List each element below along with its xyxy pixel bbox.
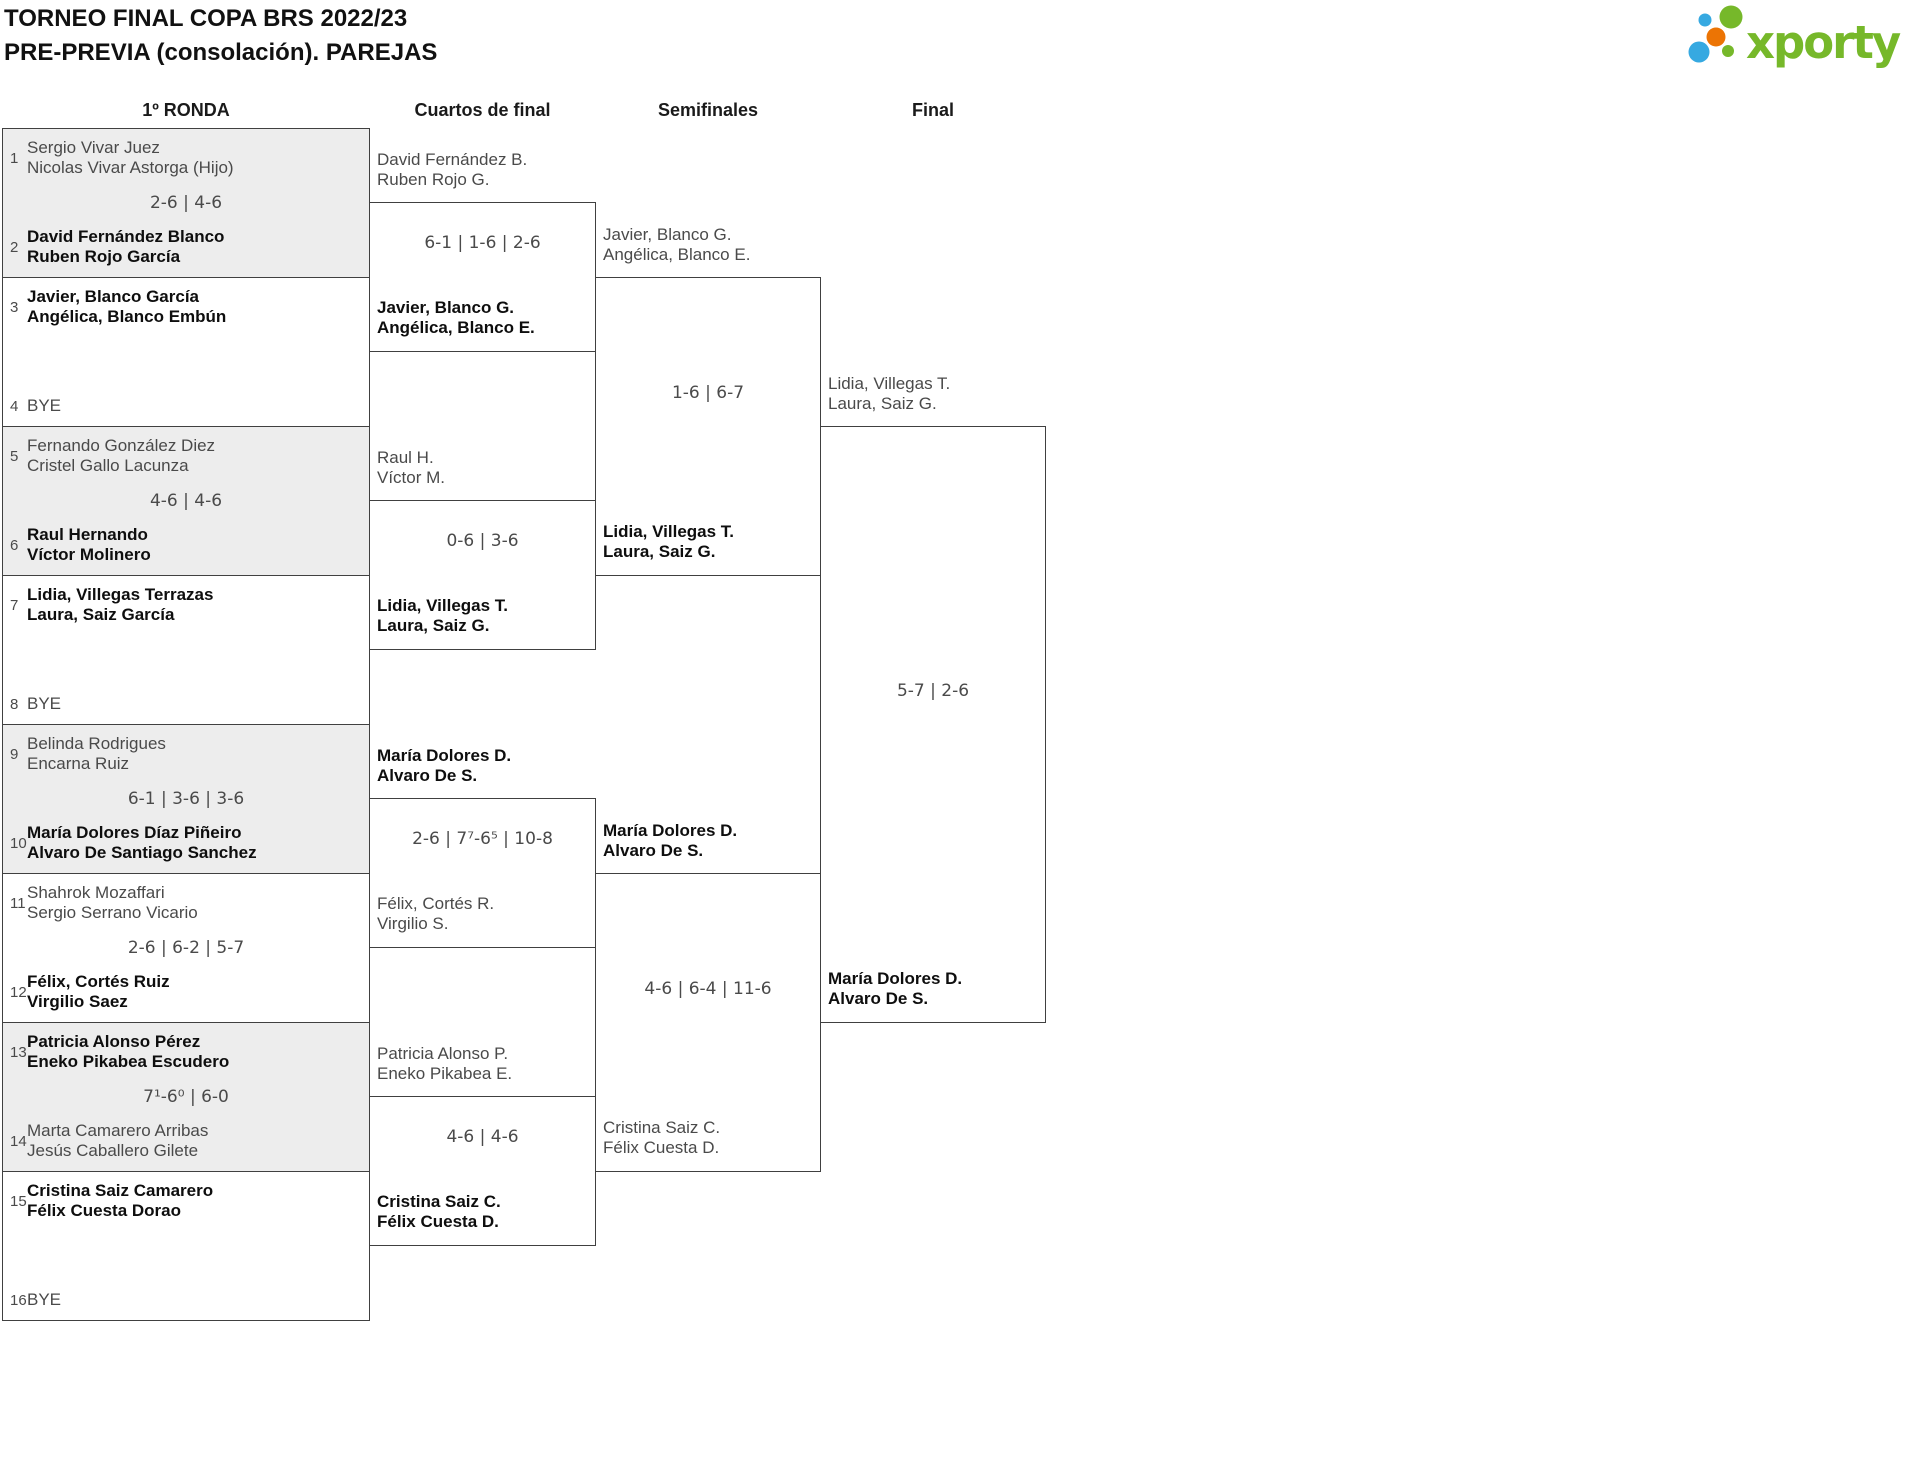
- team-pair: Félix, Cortés R.Virgilio S.: [377, 894, 495, 933]
- team-pair-winner: Javier, Blanco G.Angélica, Blanco E.: [377, 298, 535, 337]
- team-bye: BYE: [27, 396, 62, 415]
- logo-dot-green-small: [1722, 45, 1734, 57]
- round-header-final: Final: [911, 100, 954, 120]
- seed-number: 12: [10, 983, 27, 1001]
- team-pair: Patricia Alonso P.Eneko Pikabea E.: [377, 1044, 513, 1083]
- team-pair-winner: María Dolores D.Alvaro De S.: [377, 746, 512, 785]
- seed-number: 13: [10, 1043, 27, 1061]
- xporty-logo: xporty: [1688, 5, 1903, 69]
- logo-wordmark: xporty: [1746, 16, 1901, 69]
- match-sf-2: María Dolores D.Alvaro De S. 4-6 | 6-4 |…: [595, 821, 821, 1172]
- seed-number: 16: [10, 1291, 27, 1309]
- match-score: 1-6 | 6-7: [671, 382, 745, 403]
- match-sf-1: Javier, Blanco G.Angélica, Blanco E. 1-6…: [595, 225, 821, 576]
- team-bye: BYE: [27, 694, 62, 713]
- seed-number: 8: [10, 695, 19, 713]
- match-score: 2-6 | 4-6: [149, 193, 223, 213]
- match-final: Lidia, Villegas T.Laura, Saiz G. 5-7 | 2…: [820, 374, 1046, 1023]
- logo-dot-green-large: [1719, 5, 1743, 29]
- team-pair-winner: María Dolores D.Alvaro De S.: [603, 821, 738, 860]
- team-pair-winner: Lidia, Villegas T.Laura, Saiz G.: [377, 596, 509, 635]
- match-qf-3: María Dolores D.Alvaro De S. 2-6 | 7⁷-6⁵…: [369, 746, 596, 948]
- team-pair: Javier, Blanco G.Angélica, Blanco E.: [603, 225, 751, 264]
- team-bye: BYE: [27, 1290, 62, 1309]
- round-header-quarterfinals: Cuartos de final: [414, 100, 551, 120]
- team-pair: Lidia, Villegas T.Laura, Saiz G.: [828, 374, 951, 413]
- match-score: 0-6 | 3-6: [446, 531, 519, 551]
- seed-number: 6: [10, 536, 19, 554]
- seed-number: 5: [10, 447, 19, 465]
- draw-name: PRE-PREVIA (consolación). PAREJAS: [4, 39, 438, 66]
- seed-number: 1: [10, 149, 19, 167]
- seed-number: 14: [10, 1132, 27, 1150]
- team-pair-winner: María Dolores D.Alvaro De S.: [828, 969, 963, 1008]
- match-score: 6-1 | 1-6 | 2-6: [424, 233, 541, 253]
- match-qf-2: Raul H.Víctor M. 0-6 | 3-6 Lidia, Villeg…: [369, 448, 596, 650]
- match-score: 4-6 | 4-6: [446, 1127, 519, 1147]
- seed-number: 3: [10, 298, 19, 316]
- match-score: 6-1 | 3-6 | 3-6: [127, 789, 245, 809]
- seed-number: 9: [10, 745, 19, 763]
- match-qf-4: Patricia Alonso P.Eneko Pikabea E. 4-6 |…: [369, 1044, 596, 1246]
- team-pair-winner: Lidia, Villegas T.Laura, Saiz G.: [603, 522, 735, 561]
- tournament-name: TORNEO FINAL COPA BRS 2022/23: [4, 5, 408, 32]
- seed-number: 15: [10, 1192, 27, 1210]
- seed-number: 7: [10, 596, 19, 614]
- team-pair: Cristina Saiz C.Félix Cuesta D.: [603, 1118, 721, 1157]
- logo-dot-blue-small: [1698, 13, 1712, 27]
- match-score: 5-7 | 2-6: [896, 680, 970, 701]
- team-pair: David Fernández B.Ruben Rojo G.: [377, 150, 528, 189]
- match-score: 4-6 | 6-4 | 11-6: [644, 978, 772, 999]
- team-pair-winner: Cristina Saiz C.Félix Cuesta D.: [377, 1192, 501, 1231]
- match-score: 4-6 | 4-6: [149, 491, 223, 511]
- match-score: 2-6 | 6-2 | 5-7: [127, 938, 245, 958]
- logo-dot-blue-large: [1688, 41, 1710, 63]
- seed-number: 10: [10, 834, 27, 852]
- match-score: 7¹-6⁰ | 6-0: [143, 1087, 229, 1107]
- seed-number: 2: [10, 238, 19, 256]
- round-header-semifinals: Semifinales: [657, 100, 759, 120]
- seed-number: 4: [10, 397, 19, 415]
- team-pair: Raul H.Víctor M.: [377, 448, 446, 487]
- match-qf-1: David Fernández B.Ruben Rojo G. 6-1 | 1-…: [369, 150, 596, 352]
- logo-dot-orange: [1706, 27, 1726, 47]
- page-title: TORNEO FINAL COPA BRS 2022/23 PRE-PREVIA…: [4, 2, 437, 70]
- round-header-1: 1º RONDA: [142, 100, 230, 120]
- match-score: 2-6 | 7⁷-6⁵ | 10-8: [412, 829, 553, 849]
- seed-number: 11: [10, 894, 26, 912]
